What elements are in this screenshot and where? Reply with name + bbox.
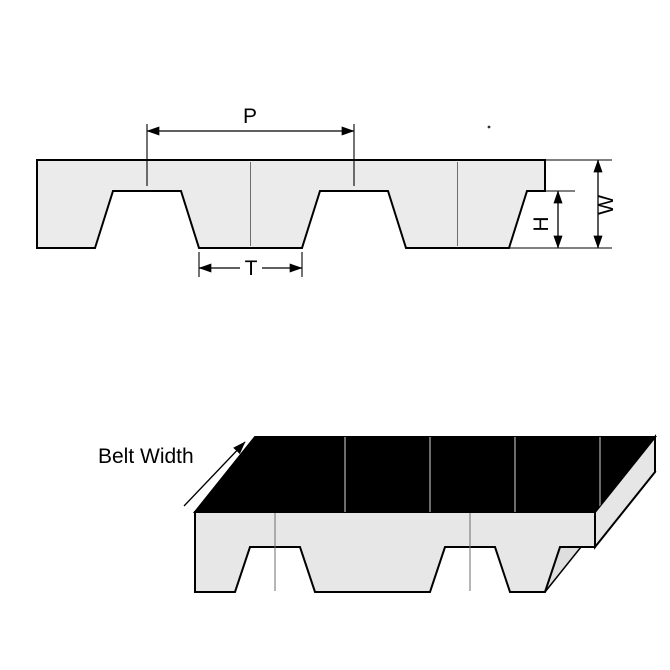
belt-profile-shape [36,159,546,249]
belt-width-label: Belt Width [98,445,194,468]
top-face-seams [344,437,601,512]
profile-view: P T H W [36,105,618,280]
pitch-label: P [243,105,257,128]
stray-dot [487,125,491,129]
height-label: H [530,216,553,231]
belt-width-arrow [183,441,246,507]
tooth-label-backing [240,256,262,278]
belt-top-face [192,436,658,513]
tooth-label: T [245,257,258,280]
thickness-label: W [595,195,618,215]
belt-front-face [194,511,596,593]
isometric-view: Belt Width [98,434,658,593]
